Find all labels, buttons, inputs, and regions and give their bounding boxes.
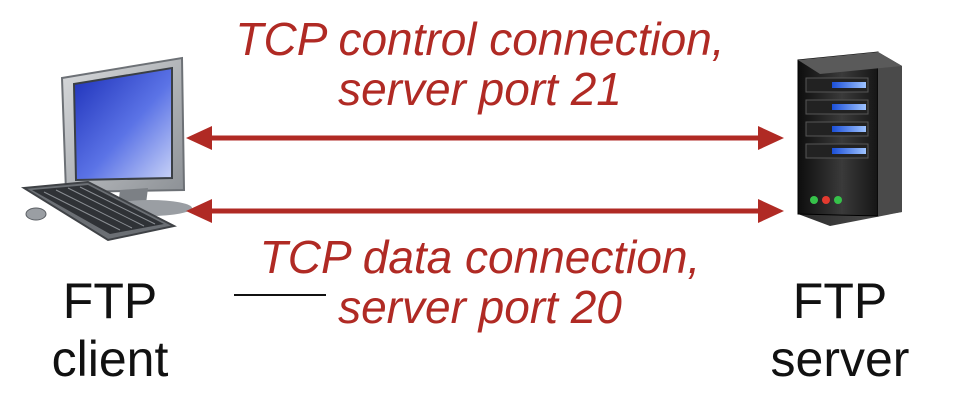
server-label-line1: FTP	[792, 273, 888, 329]
server-tower-icon	[797, 51, 902, 226]
control-connection-label: TCP control connection, server port 21	[180, 14, 780, 114]
client-label: FTP client	[10, 272, 210, 388]
control-connection-arrow	[186, 126, 784, 150]
data-connection-label: TCP data connection, server port 20	[180, 232, 780, 332]
server-label: FTP server	[740, 272, 940, 388]
server-label-line2: server	[770, 331, 910, 387]
data-connection-arrow	[186, 199, 784, 223]
control-connection-line2: server port 21	[338, 63, 622, 115]
control-connection-line1: TCP control connection,	[235, 13, 725, 65]
client-label-line1: FTP	[62, 273, 158, 329]
data-connection-line1: TCP data connection,	[259, 231, 701, 283]
client-label-line2: client	[51, 331, 169, 387]
desktop-computer-icon	[20, 56, 192, 242]
data-connection-line2: server port 20	[338, 281, 622, 333]
